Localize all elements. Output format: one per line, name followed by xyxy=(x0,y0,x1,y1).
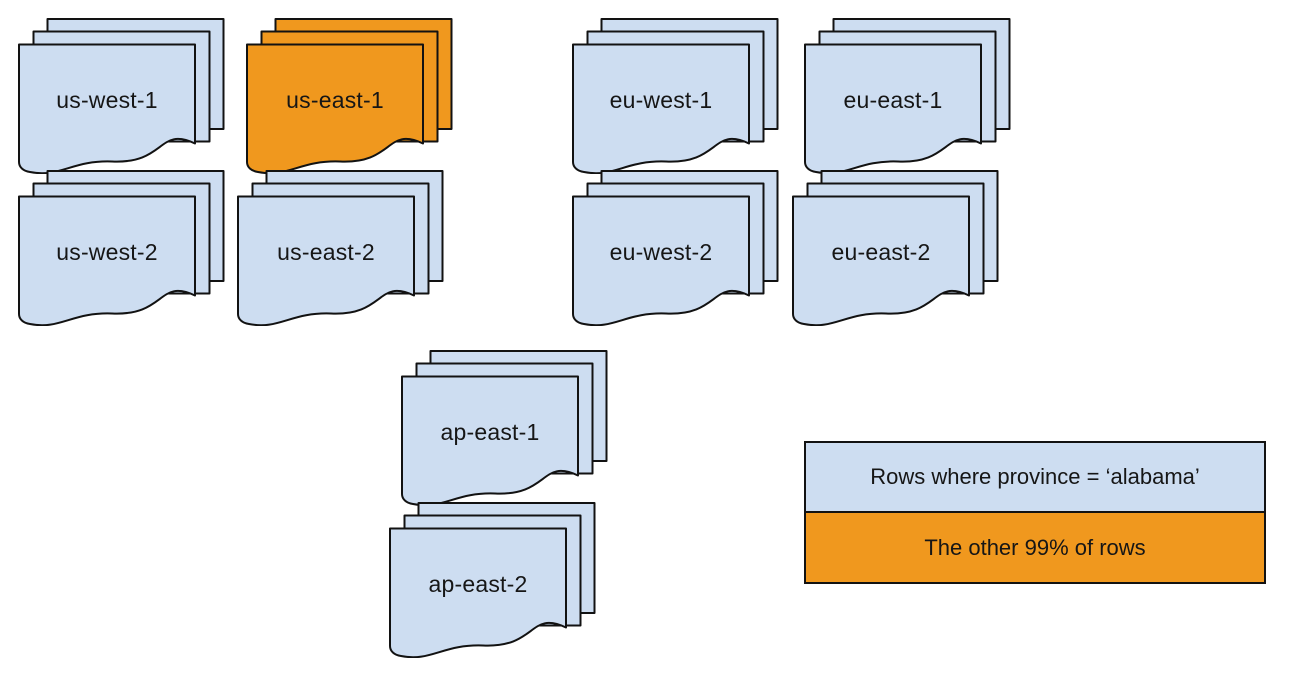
region-stack-us-east-2: us-east-2 xyxy=(237,170,444,326)
document-stack-icon xyxy=(18,18,225,174)
region-stack-us-west-2: us-west-2 xyxy=(18,170,225,326)
region-stack-us-west-1: us-west-1 xyxy=(18,18,225,174)
document-stack-icon xyxy=(18,170,225,326)
region-stack-ap-east-2: ap-east-2 xyxy=(389,502,596,658)
legend-item-label: The other 99% of rows xyxy=(924,534,1146,560)
document-stack-icon xyxy=(804,18,1011,174)
region-stack-eu-west-1: eu-west-1 xyxy=(572,18,779,174)
legend: Rows where province = ‘alabama’ The othe… xyxy=(804,441,1266,584)
region-stack-eu-east-1: eu-east-1 xyxy=(804,18,1011,174)
document-stack-icon xyxy=(246,18,453,174)
region-stack-eu-east-2: eu-east-2 xyxy=(792,170,999,326)
region-stack-ap-east-1: ap-east-1 xyxy=(401,350,608,506)
document-stack-icon xyxy=(389,502,596,658)
legend-item-other-rows: The other 99% of rows xyxy=(806,511,1264,582)
region-stack-us-east-1: us-east-1 xyxy=(246,18,453,174)
document-stack-icon xyxy=(237,170,444,326)
document-stack-icon xyxy=(792,170,999,326)
document-stack-icon xyxy=(572,170,779,326)
legend-item-alabama-rows: Rows where province = ‘alabama’ xyxy=(806,443,1264,511)
document-stack-icon xyxy=(401,350,608,506)
document-stack-icon xyxy=(572,18,779,174)
legend-item-label: Rows where province = ‘alabama’ xyxy=(870,464,1200,489)
region-stack-eu-west-2: eu-west-2 xyxy=(572,170,779,326)
